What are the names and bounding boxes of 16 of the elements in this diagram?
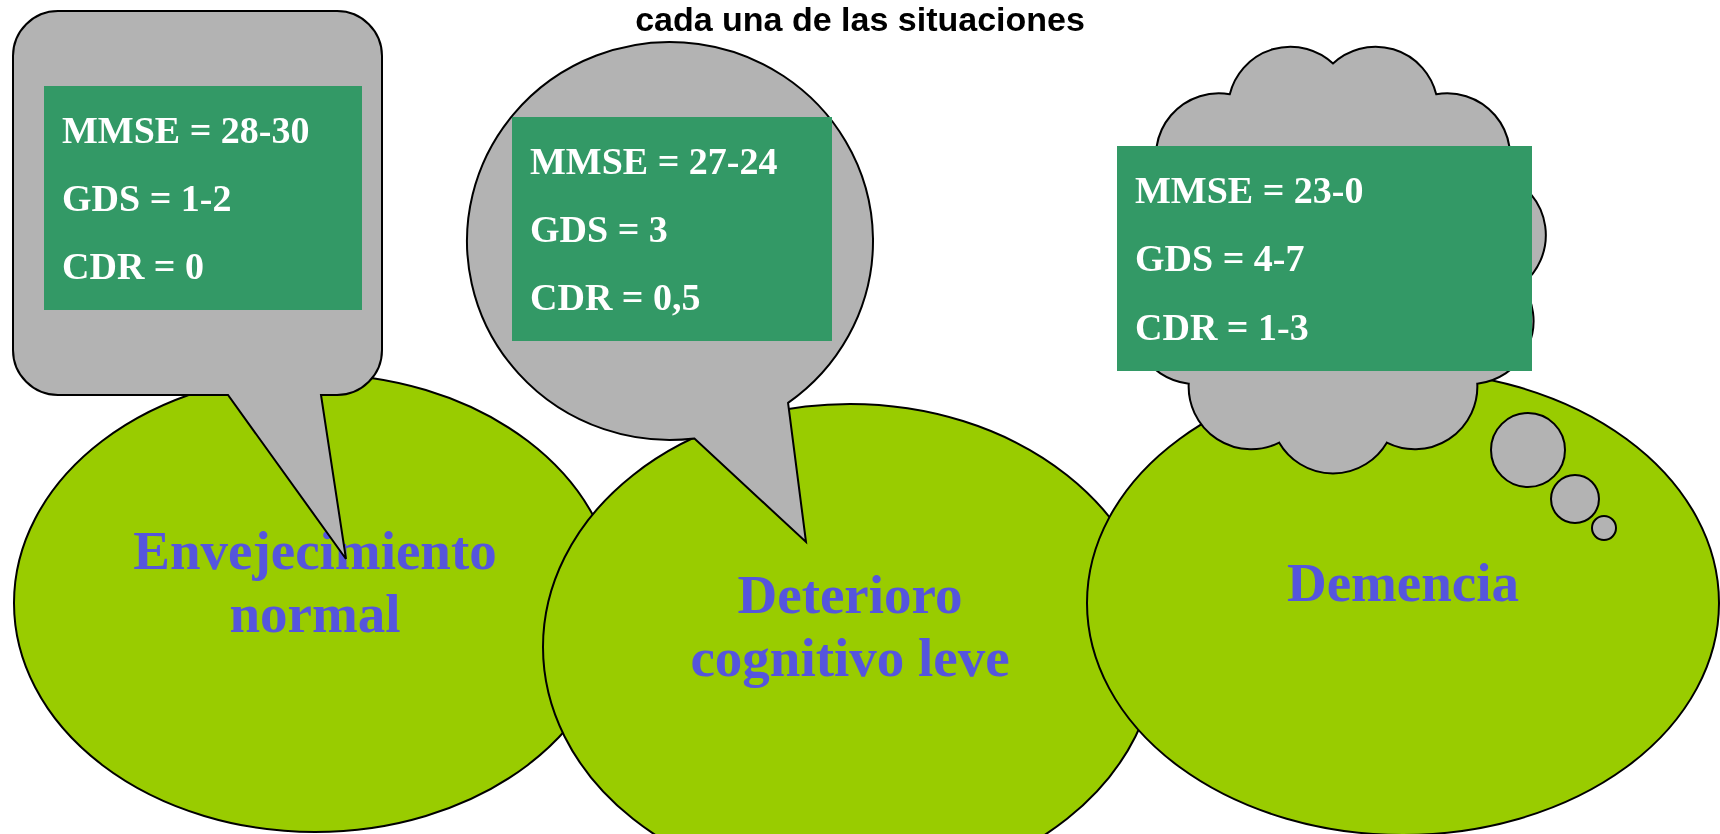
score-text: CDR = 0	[62, 244, 205, 288]
score-panel	[1117, 146, 1532, 371]
score-text: CDR = 1-3	[1135, 304, 1310, 349]
score-panel	[44, 86, 362, 310]
stage-label: Demencia	[1285, 551, 1521, 615]
score-text: CDR = 0,5	[530, 275, 702, 319]
score-text: MMSE = 23-0	[1135, 168, 1365, 213]
score-text: MMSE = 28-30	[62, 108, 311, 152]
score-text: GDS = 4-7	[1135, 236, 1306, 281]
score-text: MMSE = 27-24	[530, 139, 779, 183]
title-text: cada una de las situaciones	[634, 0, 1086, 39]
score-text: GDS = 1-2	[62, 176, 233, 220]
score-panel	[512, 117, 832, 341]
score-text: GDS = 3	[530, 207, 669, 251]
stage-label: Envejecimiento normal	[132, 519, 498, 646]
stage-label: Deterioro cognitivo leve	[689, 563, 1011, 690]
